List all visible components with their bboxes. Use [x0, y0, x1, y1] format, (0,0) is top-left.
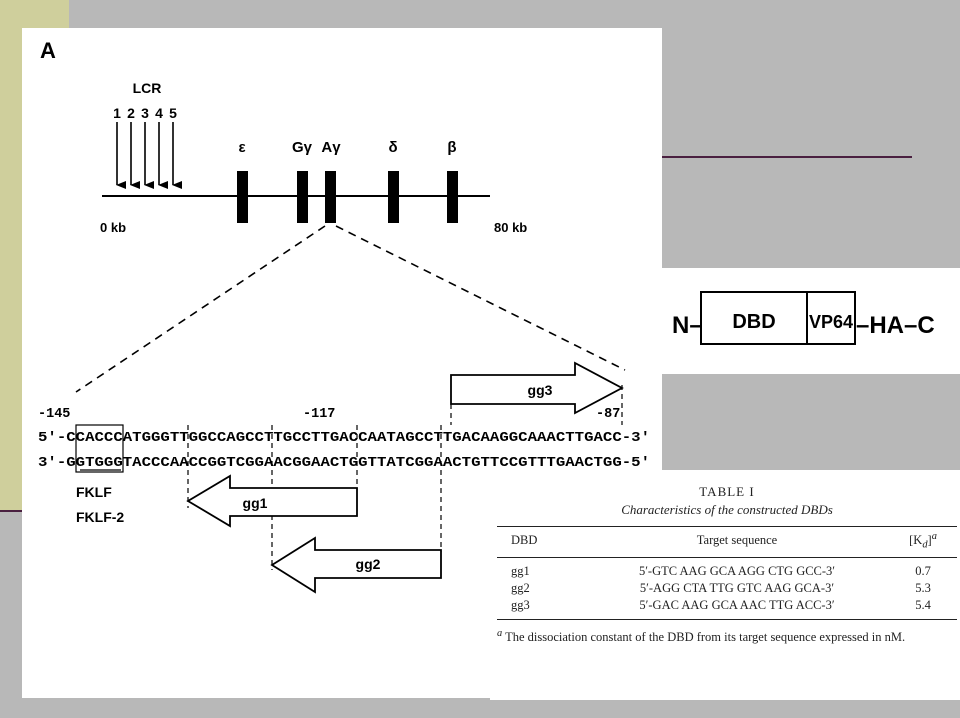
- header-dbd: DBD: [497, 526, 585, 558]
- gene-label-a-gamma: Aγ: [321, 139, 341, 156]
- table-row: gg1 5′-GTC AAG GCA AGG CTG GCC-3′ 0.7: [497, 557, 957, 580]
- gg1-arrow: [186, 474, 358, 528]
- scale-start-label: 0 kb: [100, 220, 126, 235]
- cell-dbd: gg1: [511, 563, 530, 578]
- dbd-table: DBD Target sequence [Kd]a gg1 5′-GTC AAG…: [497, 526, 957, 620]
- table-panel: [490, 470, 960, 700]
- fklf-site-box: [75, 424, 124, 473]
- gene-box-beta: [447, 171, 458, 223]
- position-label-left: -145: [38, 407, 70, 422]
- construct-dbd-label: DBD: [732, 311, 775, 333]
- cell-kd: 5.3: [915, 580, 931, 595]
- hs-site-label: 3: [141, 105, 149, 121]
- construct-dbd-box: [700, 291, 808, 345]
- cell-dbd: gg3: [497, 596, 585, 620]
- hs-site-label: 2: [127, 105, 135, 121]
- position-label-right: -87: [596, 407, 620, 422]
- zoom-line-right: [335, 225, 626, 371]
- panel-label: A: [40, 38, 56, 63]
- bottom-strand-sequence: 3'-GGTGGGTACCCAACCGGTCGGAACGGAACTGGTTATC…: [38, 456, 650, 471]
- table-caption-title: TABLE I: [699, 484, 755, 499]
- hs-site-label: 1: [113, 105, 121, 121]
- gg3-label: gg3: [528, 382, 553, 398]
- gene-label-delta: δ: [388, 139, 397, 156]
- hs-site-label: 5: [169, 105, 177, 121]
- lcr-label: LCR: [133, 80, 162, 96]
- cell-target: 5′-AGG CTA TTG GTC AAG GCA-3′: [639, 580, 835, 595]
- gene-label-epsilon: ε: [238, 139, 245, 156]
- fklf-label: FKLF: [76, 484, 112, 500]
- characteristics-table: TABLE I Characteristics of the construct…: [497, 484, 957, 645]
- gene-box-g-gamma: [297, 171, 308, 223]
- hs-site-label: 4: [155, 105, 163, 121]
- construct-vp64-box: [806, 291, 856, 345]
- table-header-row: DBD Target sequence [Kd]a: [497, 526, 957, 558]
- gene-box-delta: [388, 171, 399, 223]
- construct-ha-c-terminus: –HA–C: [856, 312, 935, 339]
- gg2-arrow: [270, 536, 442, 594]
- slide-divider-line-left: [0, 510, 22, 512]
- zoom-line-left: [75, 225, 326, 393]
- header-target-sequence: Target sequence: [585, 526, 889, 558]
- table-caption-subtitle: Characteristics of the constructed DBDs: [621, 502, 833, 517]
- gene-box-epsilon: [237, 171, 248, 223]
- gg2-label: gg2: [356, 556, 381, 572]
- top-strand-sequence: 5'-CCACCCATGGGTTGGCCAGCCTTGCCTTGACCAATAG…: [38, 431, 650, 446]
- gene-box-a-gamma: [325, 171, 336, 223]
- table-footnote: a The dissociation constant of the DBD f…: [497, 627, 906, 644]
- gene-label-g-gamma: Gγ: [292, 139, 313, 156]
- position-label-mid: -117: [303, 407, 335, 422]
- cell-kd: 0.7: [915, 563, 931, 578]
- header-kd: [Kd]a: [889, 526, 957, 558]
- fklf2-label: FKLF-2: [76, 509, 124, 525]
- slide-divider-line: [662, 156, 912, 158]
- gg1-label: gg1: [243, 495, 268, 511]
- cell-dbd: gg2: [511, 580, 530, 595]
- table-row: gg2 5′-AGG CTA TTG GTC AAG GCA-3′ 5.3: [497, 580, 957, 597]
- table-row: gg3 5′-GAC AAG GCA AAC TTG ACC-3′ 5.4: [497, 596, 957, 620]
- gene-label-beta: β: [447, 139, 456, 156]
- cell-target: 5′-GAC AAG GCA AAC TTG ACC-3′: [585, 596, 889, 620]
- cell-target: 5′-GTC AAG GCA AGG CTG GCC-3′: [638, 563, 836, 578]
- construct-vp64-label: VP64: [809, 312, 853, 332]
- scale-end-label: 80 kb: [494, 220, 527, 235]
- cell-kd: 5.4: [889, 596, 957, 620]
- construct-n-terminus: N–: [672, 312, 703, 339]
- gg3-arrow: [450, 361, 624, 415]
